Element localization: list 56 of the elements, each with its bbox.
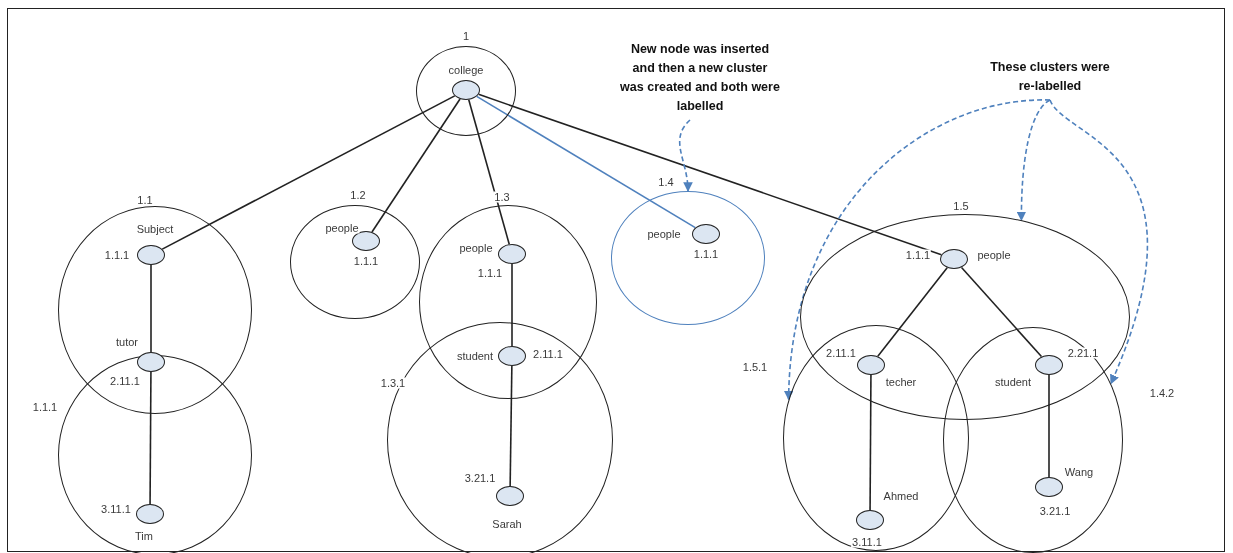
connector-line <box>477 93 943 256</box>
annotation-text: These clusters were re-labelled <box>990 59 1110 95</box>
node-label: Wang <box>1063 466 1095 478</box>
node-label: 2.11.1 <box>109 375 141 387</box>
arrow <box>1049 99 1149 385</box>
node-label: 1.1.1 <box>692 248 720 260</box>
node-label: tutor <box>115 336 139 348</box>
node-label: people <box>324 222 360 234</box>
connector-line <box>509 365 513 487</box>
node-label: 1.1.1 <box>103 249 131 261</box>
node-label: Ahmed <box>882 490 920 502</box>
node-label: 1.1.1 <box>352 255 380 267</box>
node-label: Subject <box>135 223 175 235</box>
cluster-label: 1.2 <box>349 189 367 201</box>
connector-line <box>475 95 697 229</box>
connector-line <box>869 374 872 511</box>
annotation-text: New node was inserted and then a new cluster was created and both were labelled <box>620 41 780 115</box>
node-label: 3.21.1 <box>463 472 497 484</box>
node-label: student <box>455 350 495 362</box>
node-label: 2.11.1 <box>825 347 857 359</box>
cluster-label: 1 <box>461 30 471 42</box>
cluster-label: 1.3 <box>493 191 511 203</box>
cluster-label: 1.1 <box>136 194 154 206</box>
node-label: college <box>447 64 485 76</box>
connector-line <box>371 98 461 233</box>
node-label: Tim <box>134 530 154 542</box>
connector-line <box>467 99 511 245</box>
node-label: 2.21.1 <box>1066 347 1100 359</box>
cluster-label: 1.4 <box>657 176 675 188</box>
connector-line <box>1048 374 1050 478</box>
connector-line <box>960 266 1043 358</box>
node-label: 3.21.1 <box>1038 505 1072 517</box>
node-label: 1.1.1 <box>476 267 504 279</box>
node-label: 1.1.1 <box>904 249 932 261</box>
cluster-label: 1.4.2 <box>1148 387 1176 399</box>
cluster-label: 1.5 <box>952 200 970 212</box>
node-label: student <box>993 376 1033 388</box>
connector-line <box>161 95 456 250</box>
node-label: 2.11.1 <box>532 348 564 360</box>
arrow <box>784 99 1051 401</box>
node-label: people <box>458 242 494 254</box>
node-label: people <box>646 228 682 240</box>
node-label: people <box>976 249 1012 261</box>
arrow <box>1016 99 1051 222</box>
cluster-label: 1.5.1 <box>741 361 769 373</box>
node-label: techer <box>884 376 918 388</box>
connector-line <box>877 266 948 358</box>
node-label: 3.11.1 <box>851 536 883 548</box>
connector-line <box>511 263 513 347</box>
cluster-label: 1.3.1 <box>379 377 407 389</box>
connector-line <box>150 264 152 353</box>
cluster-label: 1.1.1 <box>31 401 59 413</box>
arrow <box>678 119 693 192</box>
node-label: Sarah <box>491 518 523 530</box>
node-label: 3.11.1 <box>100 503 132 515</box>
connector-line <box>149 371 152 505</box>
